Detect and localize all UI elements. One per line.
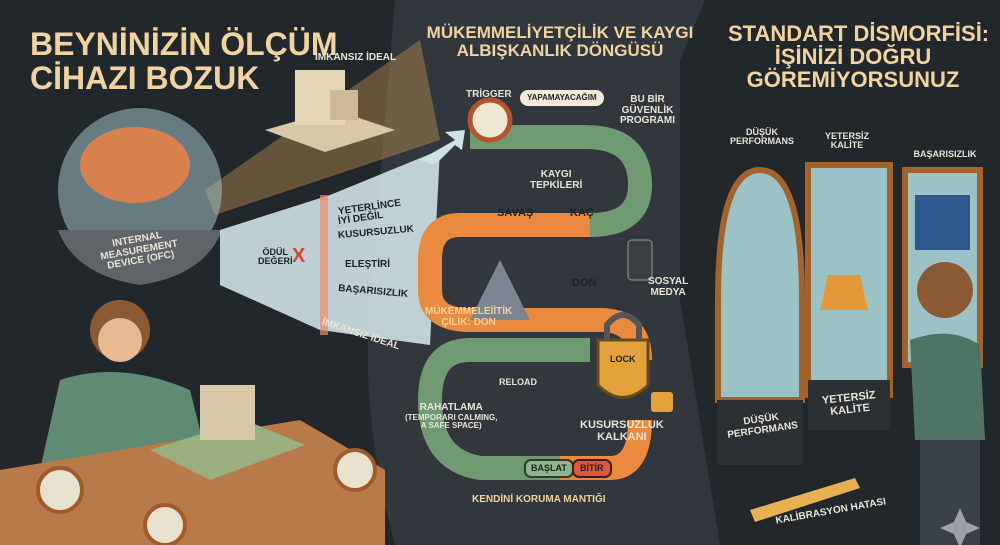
shield-2: KALKANI: [597, 430, 647, 443]
relief-2: (TEMPORARI CALMING,: [405, 412, 498, 422]
right-title-line1: STANDART DİSMORFİSİ:: [728, 21, 990, 46]
relief-label: RAHATLAMA (TEMPORARI CALMING, A SAFE SPA…: [405, 402, 498, 430]
clock-icon: [143, 503, 187, 545]
flight-label: KAÇ: [570, 207, 594, 219]
relief-1: RAHATLAMA: [419, 402, 483, 413]
mirror-oval: [715, 166, 805, 403]
blueprint-icon: [915, 195, 970, 250]
speech-bubble: YAPAMAYACAĞIM: [520, 90, 604, 107]
brain-icon: [80, 127, 190, 203]
mirror-label-2: YETERSİZ KALİTE: [824, 131, 869, 151]
social-1: SOSYAL: [648, 276, 689, 287]
broken-ruler: [220, 150, 440, 345]
cycle-path-orange: [418, 213, 652, 361]
mirror-label-3: BAŞARISIZLIK: [913, 149, 977, 159]
lock-shield-icon: [596, 338, 650, 399]
person-shirt-right: [910, 333, 985, 440]
phone-icon: [627, 239, 653, 281]
anxiety-1: KAYGI: [540, 169, 572, 180]
device-base: [58, 230, 222, 285]
middle-footer: KENDİNİ KORUMA MANTIĞI: [472, 494, 606, 505]
padlock-icon: [651, 392, 673, 412]
anxiety-2: TEPKİLERİ: [530, 179, 583, 191]
end-button[interactable]: BİTİR: [572, 459, 612, 479]
start-button[interactable]: BAŞLAT: [524, 459, 574, 479]
left-title-line1: BEYNİNİZİN ÖLÇÜM: [30, 26, 338, 62]
desk: [0, 420, 385, 545]
reward-label: ÖDÜL DEĞERİ: [258, 247, 293, 267]
perf-2: ÇİLİK: DON: [441, 316, 496, 328]
cycle-path-green: [470, 125, 653, 237]
arrow-icon: [420, 130, 465, 165]
reward-label-1: ÖDÜL: [262, 247, 289, 257]
social-media-label: SOSYAL MEDYA: [648, 276, 689, 298]
middle-title-line1: MÜKEMMELİYETÇİLİK VE KAYGI: [426, 23, 694, 42]
person-face: [98, 318, 142, 362]
perfectionism-freeze-label: MÜKEMMELEİİTİK ÇİLİK: DON: [425, 306, 513, 328]
safety-label: BU BİR GÜVENLİK PROGRAMI: [620, 94, 675, 127]
broken-ruler-icon: [750, 478, 860, 522]
model-house: [200, 385, 255, 440]
alarm-clock-icon: [467, 97, 513, 143]
fight-label: SAVAŞ: [497, 207, 534, 219]
relief-3: A SAFE SPACE): [420, 420, 482, 430]
trigger-label: TRİGGER: [466, 89, 512, 100]
safety-1: BU BİR: [630, 94, 665, 105]
scale-label-4: ELEŞTİRİ: [345, 259, 391, 270]
safety-3: PROGRAMI: [620, 115, 675, 126]
right-title-line2: İŞİNİZİ DOĞRU: [774, 44, 932, 70]
mirror-label-1: DÜŞÜK PERFORMANS: [729, 127, 794, 147]
middle-title: MÜKEMMELİYETÇİLİK VE KAYGI ALBIŞKANLIK D…: [420, 24, 700, 60]
perf-1: MÜKEMMELEİİTİK: [425, 306, 513, 317]
clock-icon: [36, 466, 84, 514]
mountain-icon: [470, 260, 530, 320]
clock-icon: [333, 448, 377, 492]
left-title-line2: CİHAZI BOZUK: [30, 60, 260, 96]
lamp-icon: [820, 275, 868, 310]
ideal-label: İMKANSIZ İDEAL: [315, 52, 397, 63]
right-title: STANDART DİSMORFİSİ: İŞİNİZİ DOĞRU GÖREM…: [728, 21, 990, 93]
person-hair-right: [917, 262, 973, 318]
lock-label: LOCK: [610, 354, 636, 364]
reload-label: RELOAD: [499, 377, 537, 387]
x-mark: X: [292, 245, 306, 267]
safety-2: GÜVENLİK: [621, 104, 674, 116]
ideal-house-icon: [265, 70, 395, 152]
cycle-path-return: [417, 338, 590, 480]
shield-1: KUSURSUZLUK: [580, 419, 664, 431]
shield-label: KUSURSUZLUK KALKANI: [580, 419, 664, 443]
sparkle-icon: [940, 508, 980, 545]
social-2: MEDYA: [650, 286, 686, 298]
model-base: [150, 420, 305, 480]
anxiety-label: KAYGI TEPKİLERİ: [530, 169, 583, 191]
reward-label-2: DEĞERİ: [258, 256, 293, 267]
middle-title-line2: ALBIŞKANLIK DÖNGÜSÜ: [456, 40, 664, 60]
freeze-label: DON: [572, 277, 597, 289]
right-title-line3: GÖREMİYORSUNUZ: [746, 67, 960, 93]
